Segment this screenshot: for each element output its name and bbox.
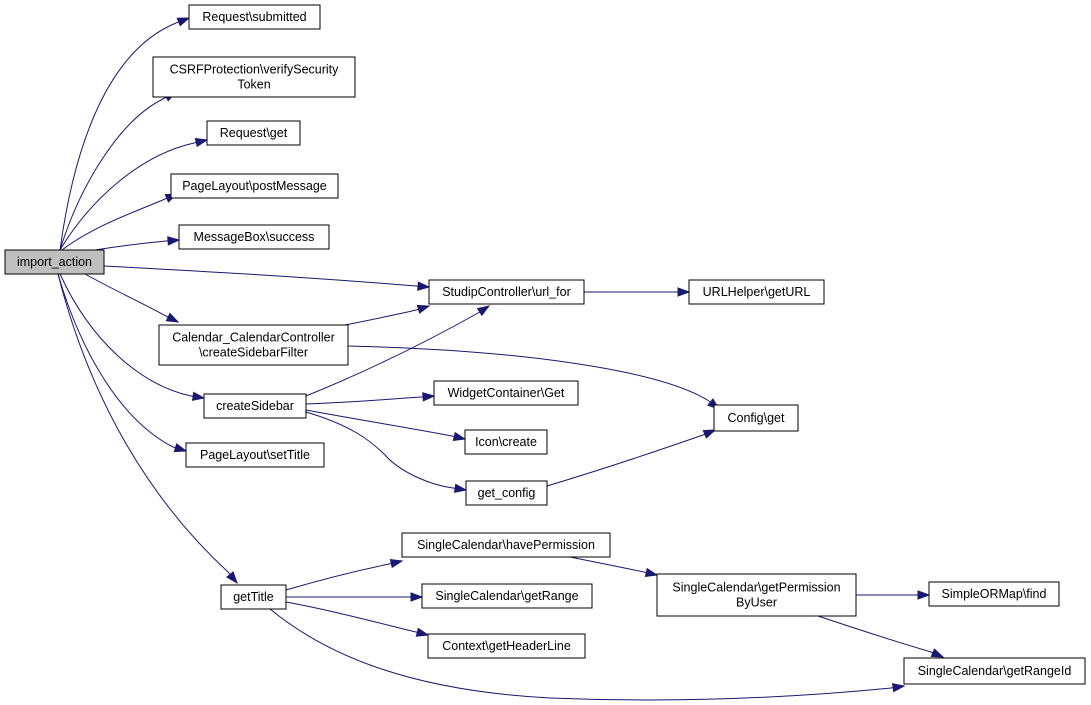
edge-import_action-to-create_sidebar bbox=[59, 273, 206, 401]
node-icon-create[interactable]: Icon\create bbox=[464, 429, 548, 455]
edge-create_sidebar-to-get_config bbox=[305, 411, 468, 493]
edge-sc_getperm-to-som_find bbox=[856, 590, 931, 600]
node-ctx-header[interactable]: Context\getHeaderLine bbox=[427, 633, 586, 659]
node-pl-post[interactable]: PageLayout\postMessage bbox=[170, 173, 339, 199]
node-label: PageLayout\setTitle bbox=[200, 448, 310, 462]
node-req-get[interactable]: Request\get bbox=[206, 120, 301, 146]
edge-get_title-to-sc_range bbox=[285, 592, 424, 602]
edge-ccc-to-sc_url bbox=[344, 304, 431, 326]
node-sc-haveperm[interactable]: SingleCalendar\havePermission bbox=[401, 532, 611, 558]
edge-import_action-to-csrf bbox=[59, 91, 178, 251]
node-req-submitted[interactable]: Request\submitted bbox=[188, 4, 321, 30]
edge-sc_haveperm-to-sc_getperm bbox=[569, 556, 659, 578]
edge-create_sidebar-to-wc_get bbox=[305, 392, 436, 405]
edge-get_title-to-sc_haveperm bbox=[285, 558, 404, 591]
node-label: Request\get bbox=[220, 126, 288, 140]
node-label: \createSidebarFilter bbox=[199, 346, 308, 360]
edge-sc_url-to-urlh bbox=[584, 287, 691, 297]
node-wc-get[interactable]: WidgetContainer\Get bbox=[433, 380, 579, 406]
node-label: getTitle bbox=[233, 590, 274, 604]
edge-import_action-to-req_submitted bbox=[59, 17, 191, 251]
node-get-title[interactable]: getTitle bbox=[220, 584, 287, 610]
node-get-config[interactable]: get_config bbox=[465, 480, 548, 506]
edge-import_action-to-ccc bbox=[84, 273, 180, 323]
node-label: Request\submitted bbox=[202, 10, 306, 24]
node-label: CSRFProtection\verifySecurity bbox=[170, 63, 340, 77]
node-urlh[interactable]: URLHelper\getURL bbox=[688, 279, 825, 305]
edge-get_config-to-config_get bbox=[546, 429, 717, 487]
edge-sc_getperm-to-sc_rangeid bbox=[817, 615, 945, 658]
node-mb-success[interactable]: MessageBox\success bbox=[178, 224, 330, 250]
node-label: Config\get bbox=[728, 411, 786, 425]
node-sc-rangeid[interactable]: SingleCalendar\getRangeId bbox=[903, 657, 1086, 685]
edge-get_title-to-ctx_header bbox=[285, 601, 430, 637]
edge-import_action-to-req_get bbox=[59, 137, 209, 251]
node-pl-title[interactable]: PageLayout\setTitle bbox=[185, 442, 325, 468]
node-som-find[interactable]: SimpleORMap\find bbox=[928, 581, 1060, 607]
node-import-action[interactable]: import_action bbox=[4, 249, 105, 275]
node-label: URLHelper\getURL bbox=[703, 285, 811, 299]
node-label: Icon\create bbox=[475, 435, 537, 449]
node-label: ByUser bbox=[736, 596, 777, 610]
edge-import_action-to-sc_url bbox=[103, 265, 431, 291]
call-edges bbox=[57, 17, 945, 701]
node-ccc[interactable]: Calendar_CalendarController\createSideba… bbox=[158, 324, 349, 366]
node-label: Token bbox=[237, 78, 270, 92]
node-sc-url[interactable]: StudipController\url_for bbox=[428, 279, 585, 305]
node-label: get_config bbox=[478, 486, 536, 500]
node-label: StudipController\url_for bbox=[442, 285, 571, 299]
edge-get_title-to-sc_rangeid bbox=[269, 608, 906, 701]
edge-import_action-to-mb_success bbox=[94, 236, 181, 251]
edge-import_action-to-pl_title bbox=[57, 273, 188, 453]
node-label: import_action bbox=[17, 255, 92, 269]
node-label: MessageBox\success bbox=[194, 230, 315, 244]
node-label: Context\getHeaderLine bbox=[442, 639, 571, 653]
node-create-sidebar[interactable]: createSidebar bbox=[203, 393, 307, 419]
node-label: createSidebar bbox=[216, 399, 294, 413]
node-label: SingleCalendar\getPermission bbox=[672, 581, 840, 595]
node-label: SimpleORMap\find bbox=[942, 587, 1047, 601]
node-label: SingleCalendar\getRangeId bbox=[918, 664, 1072, 678]
function-nodes: import_action Request\submittedCSRFProtec… bbox=[4, 4, 1086, 685]
node-label: SingleCalendar\getRange bbox=[435, 589, 578, 603]
node-label: PageLayout\postMessage bbox=[182, 179, 327, 193]
edge-create_sidebar-to-icon_create bbox=[305, 409, 467, 442]
node-label: SingleCalendar\havePermission bbox=[417, 538, 595, 552]
node-label: WidgetContainer\Get bbox=[448, 386, 565, 400]
edge-create_sidebar-to-sc_url bbox=[305, 305, 491, 397]
node-sc-range[interactable]: SingleCalendar\getRange bbox=[421, 583, 593, 609]
node-config-get[interactable]: Config\get bbox=[713, 404, 799, 432]
edge-import_action-to-get_title bbox=[57, 273, 238, 585]
node-label: Calendar_CalendarController bbox=[172, 331, 335, 345]
